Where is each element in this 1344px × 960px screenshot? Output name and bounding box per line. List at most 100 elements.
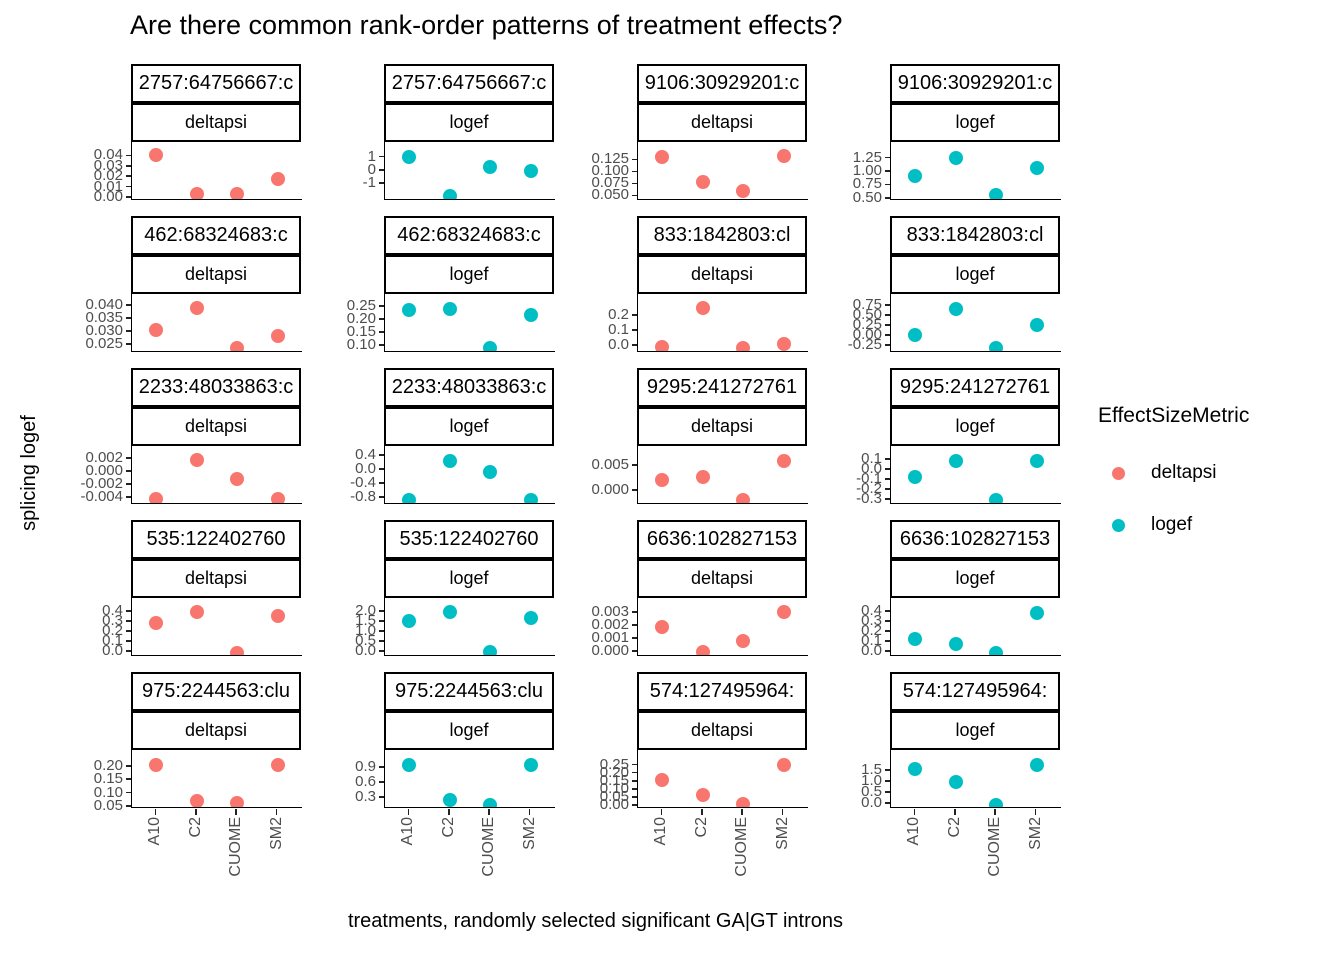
y-tick-label: 0.2 <box>861 622 882 639</box>
x-tick-label: C2 <box>439 817 457 838</box>
facet-strip-metric: deltapsi <box>637 407 807 446</box>
facet-strip-intron: 6636:102827153 <box>637 520 807 559</box>
x-tick-label: A10 <box>399 817 417 846</box>
y-tick-mark <box>632 182 637 185</box>
data-point <box>655 150 670 165</box>
x-tick-label: CUOME <box>733 817 751 877</box>
facet-strip-intron: 535:122402760 <box>131 520 301 559</box>
data-point <box>655 772 670 787</box>
data-point <box>402 758 417 772</box>
facet-strip-metric: logef <box>890 103 1060 142</box>
x-tick-mark <box>913 808 916 815</box>
data-point <box>908 632 923 646</box>
data-point <box>230 646 245 655</box>
facet-strip-metric: deltapsi <box>637 255 807 294</box>
y-tick-label: 0.4 <box>861 602 882 619</box>
y-tick-mark <box>632 779 637 782</box>
y-tick-mark <box>379 305 384 307</box>
facet-strip-intron: 2233:48033863:c <box>131 368 301 407</box>
y-tick-label: 0.03 <box>93 156 123 174</box>
y-tick-mark <box>126 483 131 485</box>
y-tick-label: -0.8 <box>350 488 376 506</box>
data-point <box>523 493 538 503</box>
y-tick-mark <box>632 650 637 652</box>
facet-strip-intron: 9295:241272761 <box>637 368 807 407</box>
y-tick-label: 0.20 <box>599 763 629 781</box>
y-tick-mark <box>885 334 890 336</box>
y-tick-mark <box>632 314 637 316</box>
y-tick-mark <box>885 468 890 470</box>
y-tick-mark <box>885 802 890 804</box>
y-tick-mark <box>379 620 384 622</box>
data-point <box>230 186 245 199</box>
y-tick-mark <box>885 650 890 652</box>
y-tick-label: 0.4 <box>102 602 123 619</box>
facet-plot <box>890 598 1061 656</box>
y-tick-mark <box>126 165 131 167</box>
y-tick-mark <box>126 304 131 306</box>
y-tick-label: 0.002 <box>591 616 629 634</box>
facet-strip-intron: 975:2244563:clu <box>131 672 301 711</box>
facet-plot <box>637 142 808 200</box>
data-point <box>655 339 670 351</box>
y-tick-mark <box>126 470 131 472</box>
data-point <box>189 793 204 807</box>
y-tick-label: 0.10 <box>93 783 123 801</box>
y-tick-label: 0.50 <box>852 306 882 324</box>
facet-strip-metric: logef <box>384 255 554 294</box>
data-point <box>989 646 1004 655</box>
y-tick-mark <box>632 796 637 798</box>
y-tick-label: 0.4 <box>355 446 376 464</box>
y-tick-mark <box>126 154 131 157</box>
y-tick-label: 0.0 <box>861 642 882 659</box>
facet-plot <box>890 446 1061 504</box>
y-tick-mark <box>632 804 637 806</box>
data-point <box>402 492 417 503</box>
y-tick-label: 0.100 <box>591 162 629 180</box>
y-tick-label: -0.4 <box>350 474 376 492</box>
facet-strip-metric: deltapsi <box>131 559 301 598</box>
x-tick-label: SM2 <box>1026 817 1044 850</box>
facet-plot <box>384 598 555 656</box>
y-tick-mark <box>632 170 637 173</box>
facet-strip-metric: deltapsi <box>131 255 301 294</box>
y-tick-label: 1.0 <box>861 771 882 789</box>
legend-title: EffectSizeMetric <box>1098 404 1250 427</box>
x-tick-mark <box>660 808 663 815</box>
facet-plot <box>384 142 555 200</box>
y-tick-label: 0.75 <box>852 296 882 314</box>
data-point <box>736 633 751 648</box>
y-tick-mark <box>126 610 131 612</box>
y-tick-mark <box>632 637 637 639</box>
y-tick-mark <box>126 650 131 652</box>
y-tick-label: 0.001 <box>591 629 629 647</box>
y-tick-label: 0.25 <box>599 755 629 773</box>
y-tick-label: 1.5 <box>355 612 376 629</box>
y-tick-label: 0.15 <box>599 771 629 789</box>
data-point <box>989 341 1004 351</box>
data-point <box>908 761 923 776</box>
data-point <box>189 453 204 468</box>
data-point <box>149 616 164 630</box>
y-tick-mark <box>379 796 384 798</box>
data-point <box>189 301 204 316</box>
data-point <box>189 605 204 619</box>
x-tick-label: CUOME <box>480 817 498 877</box>
legend-item-label: logef <box>1151 514 1193 535</box>
y-tick-mark <box>632 344 637 346</box>
y-tick-label: 0.050 <box>591 186 629 204</box>
y-tick-mark <box>379 454 384 456</box>
y-tick-label: 0.0 <box>861 794 882 812</box>
facet-strip-metric: logef <box>890 711 1060 750</box>
y-tick-label: -0.25 <box>847 336 882 354</box>
y-tick-mark <box>632 464 637 466</box>
y-tick-label: 0.0 <box>102 642 123 659</box>
facet-strip-metric: logef <box>890 407 1060 446</box>
y-tick-label: 0.125 <box>591 150 629 168</box>
data-point <box>483 645 498 655</box>
facet-plot <box>131 294 302 352</box>
y-tick-label: 0.6 <box>355 773 376 790</box>
y-tick-mark <box>126 196 131 198</box>
data-point <box>948 637 963 651</box>
x-tick-mark <box>154 808 157 815</box>
